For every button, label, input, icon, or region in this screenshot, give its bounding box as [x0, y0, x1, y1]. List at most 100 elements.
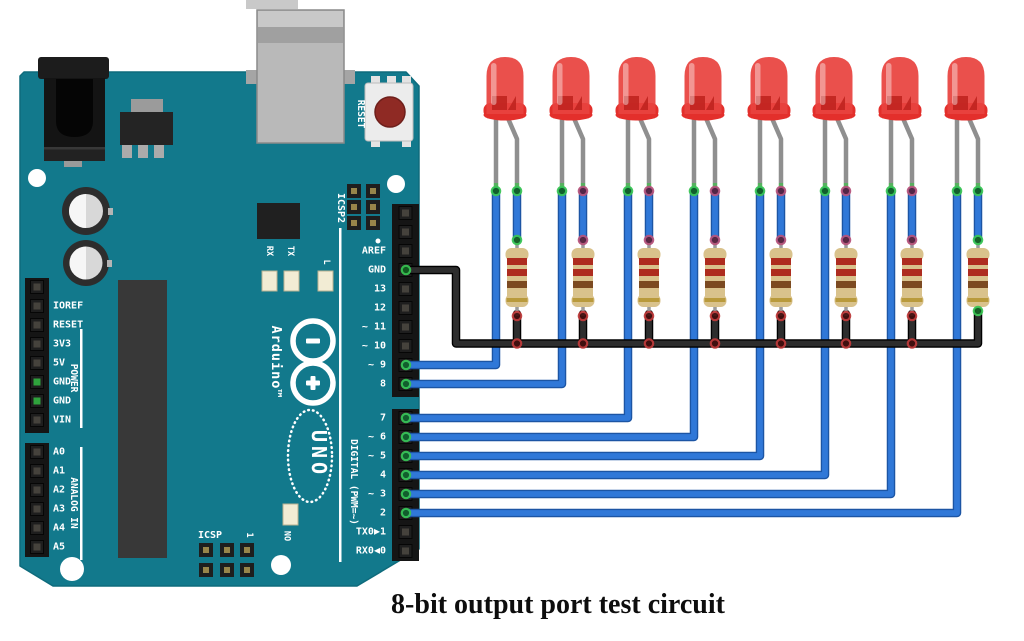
signal-wire-led5 [403, 188, 763, 459]
wire-junction [709, 185, 721, 197]
resistor [834, 238, 858, 316]
header-pin-VIN [30, 413, 44, 427]
header-pin [398, 225, 413, 239]
wire-junction [819, 185, 831, 197]
pin-label-A0: A0 [53, 447, 65, 458]
wire-junction [885, 185, 897, 197]
analog-silk-line [80, 447, 83, 560]
resistor [571, 238, 595, 316]
header-pin-A3 [30, 502, 44, 516]
on-led [282, 503, 299, 526]
signal-wire-led3 [403, 188, 631, 421]
pin-label-GND: GND [368, 265, 386, 276]
capacitor [62, 187, 113, 235]
pin-label-~6: ~ 6 [368, 432, 386, 443]
wire-junction [511, 310, 523, 322]
pin-label-3V3: 3V3 [53, 339, 71, 350]
resistor [703, 238, 727, 316]
led-legs [888, 115, 915, 191]
header-pin-A5 [30, 540, 44, 554]
wire-junction [972, 305, 984, 317]
wire-junction [972, 234, 984, 246]
wire-junction [643, 185, 655, 197]
on-label: ON [284, 531, 294, 541]
wire-junction [400, 469, 412, 481]
led-legs [559, 115, 586, 191]
wire-junction [775, 234, 787, 246]
header-pin [30, 280, 44, 294]
pin-label-A3: A3 [53, 504, 65, 515]
led [944, 57, 988, 121]
digital-label: DIGITAL (PWM=~) [348, 439, 359, 525]
signal-wire-led8 [403, 188, 960, 516]
arduino-logo [290, 318, 336, 406]
wire-junction [775, 185, 787, 197]
capacitor [63, 240, 112, 286]
uno-oval [286, 408, 334, 504]
wire-junction [709, 310, 721, 322]
mounting-hole [60, 557, 84, 581]
pin-label-IOREF: IOREF [53, 301, 83, 312]
wire-junction [906, 310, 918, 322]
wire-junction [643, 310, 655, 322]
voltage-regulator [120, 99, 173, 158]
signal-wire-led6 [403, 188, 828, 478]
wire-junction [577, 338, 589, 349]
pin-label-GND: GND [53, 377, 71, 388]
wire-junction [840, 338, 852, 349]
wire-junction [775, 310, 787, 322]
header-pin-13 [398, 282, 413, 296]
tx-label: TX [285, 246, 295, 256]
header-pin-3V3 [30, 337, 44, 351]
wire-junction [511, 338, 523, 349]
pin-label-A4: A4 [53, 523, 65, 534]
led [681, 57, 725, 121]
header-pin [398, 206, 413, 220]
pin-label-7: 7 [380, 413, 386, 424]
led [812, 57, 856, 121]
wire-junction [906, 185, 918, 197]
led [615, 57, 659, 121]
wire-junction [622, 185, 634, 197]
wire-junction [400, 378, 412, 390]
power-jack [38, 57, 109, 167]
wire-junction [556, 185, 568, 197]
pin-label-~10: ~ 10 [362, 341, 386, 352]
wire-junction [511, 185, 523, 197]
icsp2-label: ICSP2 [335, 193, 346, 223]
pin-label-GND: GND [53, 396, 71, 407]
pin-label-~5: ~ 5 [368, 451, 386, 462]
pin-label-~11: ~ 11 [362, 322, 386, 333]
header-pin-A0 [30, 445, 44, 459]
pin-label-TX0▶1: TX0▶1 [356, 527, 386, 538]
wire-junction [951, 185, 963, 197]
rx-led [261, 270, 278, 292]
wire-junction [906, 338, 918, 349]
wire-junction [754, 185, 766, 197]
wire-junction [400, 264, 412, 276]
led-legs [822, 115, 849, 191]
header-pin-GND [30, 394, 44, 408]
tx-led [283, 270, 300, 292]
icsp2-header [347, 184, 381, 244]
icsp-header [199, 543, 254, 577]
icsp-label: ICSP [198, 530, 222, 541]
usb-interface-chip [257, 203, 300, 239]
reset-button [364, 76, 414, 147]
header-pin-RX0◀0 [398, 544, 413, 558]
wire-junction [577, 234, 589, 246]
ground-bus-wire [403, 267, 981, 347]
icsp-pin1-label: 1 [244, 532, 254, 537]
wire-junction [840, 234, 852, 246]
header-pin-5V [30, 356, 44, 370]
pin-label-VIN: VIN [53, 415, 71, 426]
pin-label-RX0◀0: RX0◀0 [356, 546, 386, 557]
signal-wire-led2 [401, 186, 567, 389]
wire-junction [840, 310, 852, 322]
uno-model-text: UNO [307, 430, 331, 478]
resistor [505, 238, 529, 316]
pin-label-8: 8 [380, 379, 386, 390]
pin-label-~9: ~ 9 [368, 360, 386, 371]
